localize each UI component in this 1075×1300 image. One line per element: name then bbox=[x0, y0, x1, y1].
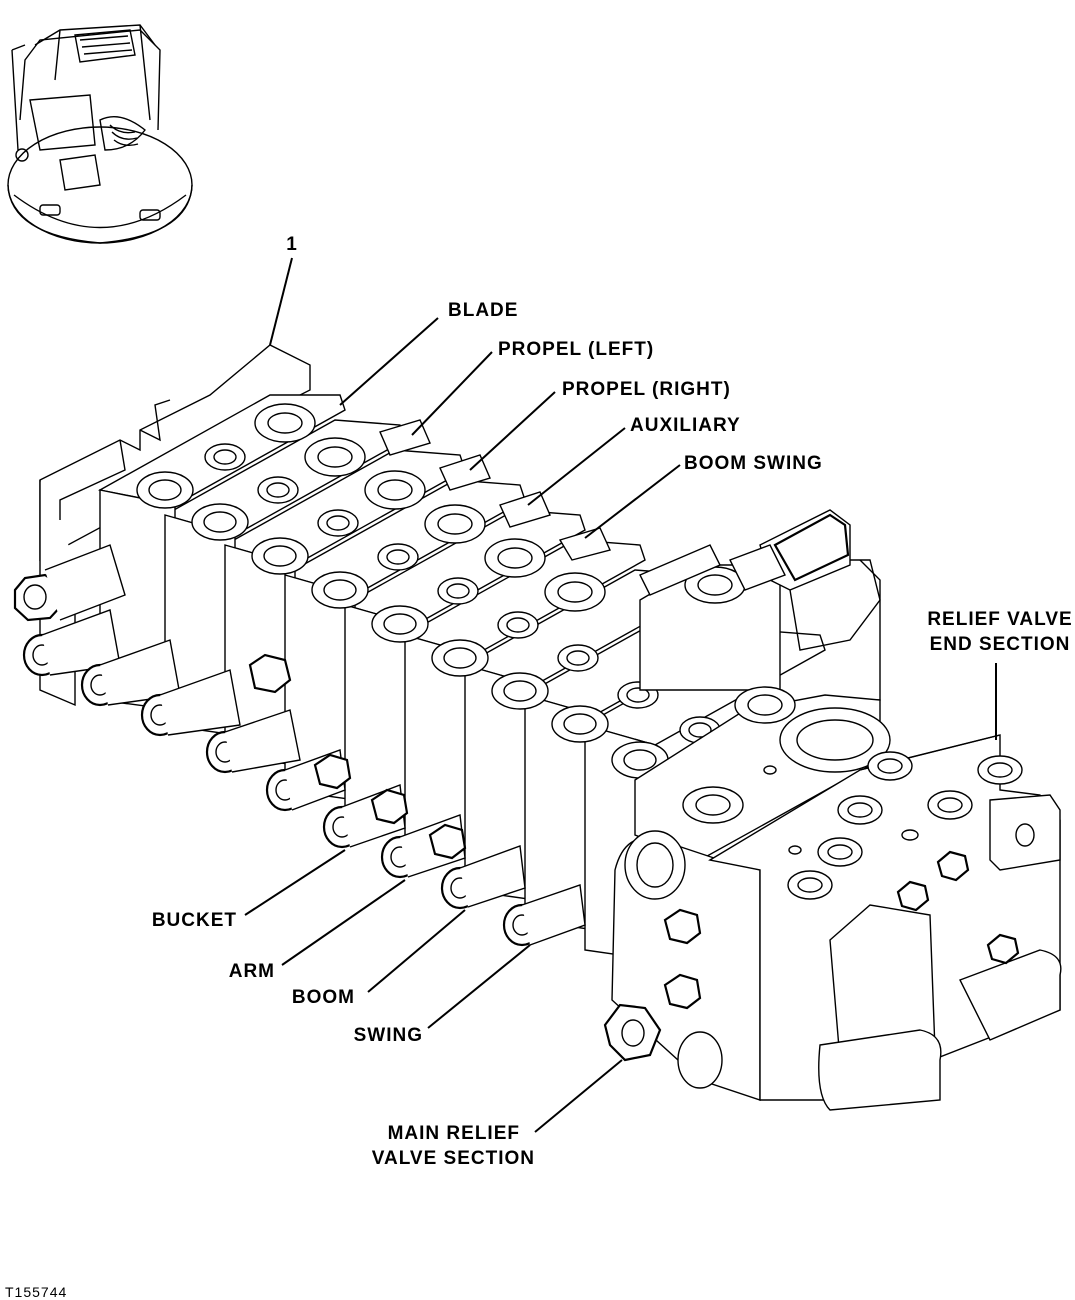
control-valve-assembly bbox=[13, 344, 1062, 1111]
relief-valve-end-label-line1: RELIEF VALVE bbox=[927, 609, 1072, 630]
blade-label: BLADE bbox=[448, 300, 518, 321]
leader-blade bbox=[339, 317, 439, 406]
auxiliary-label: AUXILIARY bbox=[630, 415, 741, 436]
leader-propel-left bbox=[411, 351, 493, 436]
spool-caps bbox=[13, 544, 702, 1062]
leader-item-1 bbox=[269, 257, 293, 346]
figure-id-label: T155744 bbox=[5, 1284, 67, 1300]
boom-label: BOOM bbox=[292, 987, 355, 1008]
leader-auxiliary bbox=[527, 427, 626, 506]
top-ports bbox=[136, 403, 721, 779]
leader-lines bbox=[244, 257, 997, 1133]
leader-boom bbox=[367, 909, 466, 993]
boom-swing-label: BOOM SWING bbox=[684, 453, 823, 474]
leader-boom-swing bbox=[584, 464, 681, 539]
leader-propel-right bbox=[469, 391, 556, 471]
callout-labels: 1 BLADE PROPEL (LEFT) PROPEL (RIGHT) AUX… bbox=[5, 234, 1072, 1300]
leader-arm bbox=[281, 879, 406, 966]
propel-right-label: PROPEL (RIGHT) bbox=[562, 379, 731, 400]
main-relief-label-line2: VALVE SECTION bbox=[372, 1148, 535, 1169]
bucket-label: BUCKET bbox=[152, 910, 237, 931]
main-relief-label-line1: MAIN RELIEF bbox=[388, 1123, 520, 1144]
leader-main-relief bbox=[534, 1059, 623, 1133]
propel-left-label: PROPEL (LEFT) bbox=[498, 339, 654, 360]
arm-label: ARM bbox=[229, 961, 275, 982]
relief-valve-end-label-line2: END SECTION bbox=[930, 634, 1071, 655]
item-number-label: 1 bbox=[286, 234, 298, 255]
excavator-locator-inset bbox=[7, 24, 193, 244]
leader-bucket bbox=[244, 849, 346, 916]
leader-swing bbox=[427, 944, 531, 1029]
swing-label: SWING bbox=[354, 1025, 423, 1046]
